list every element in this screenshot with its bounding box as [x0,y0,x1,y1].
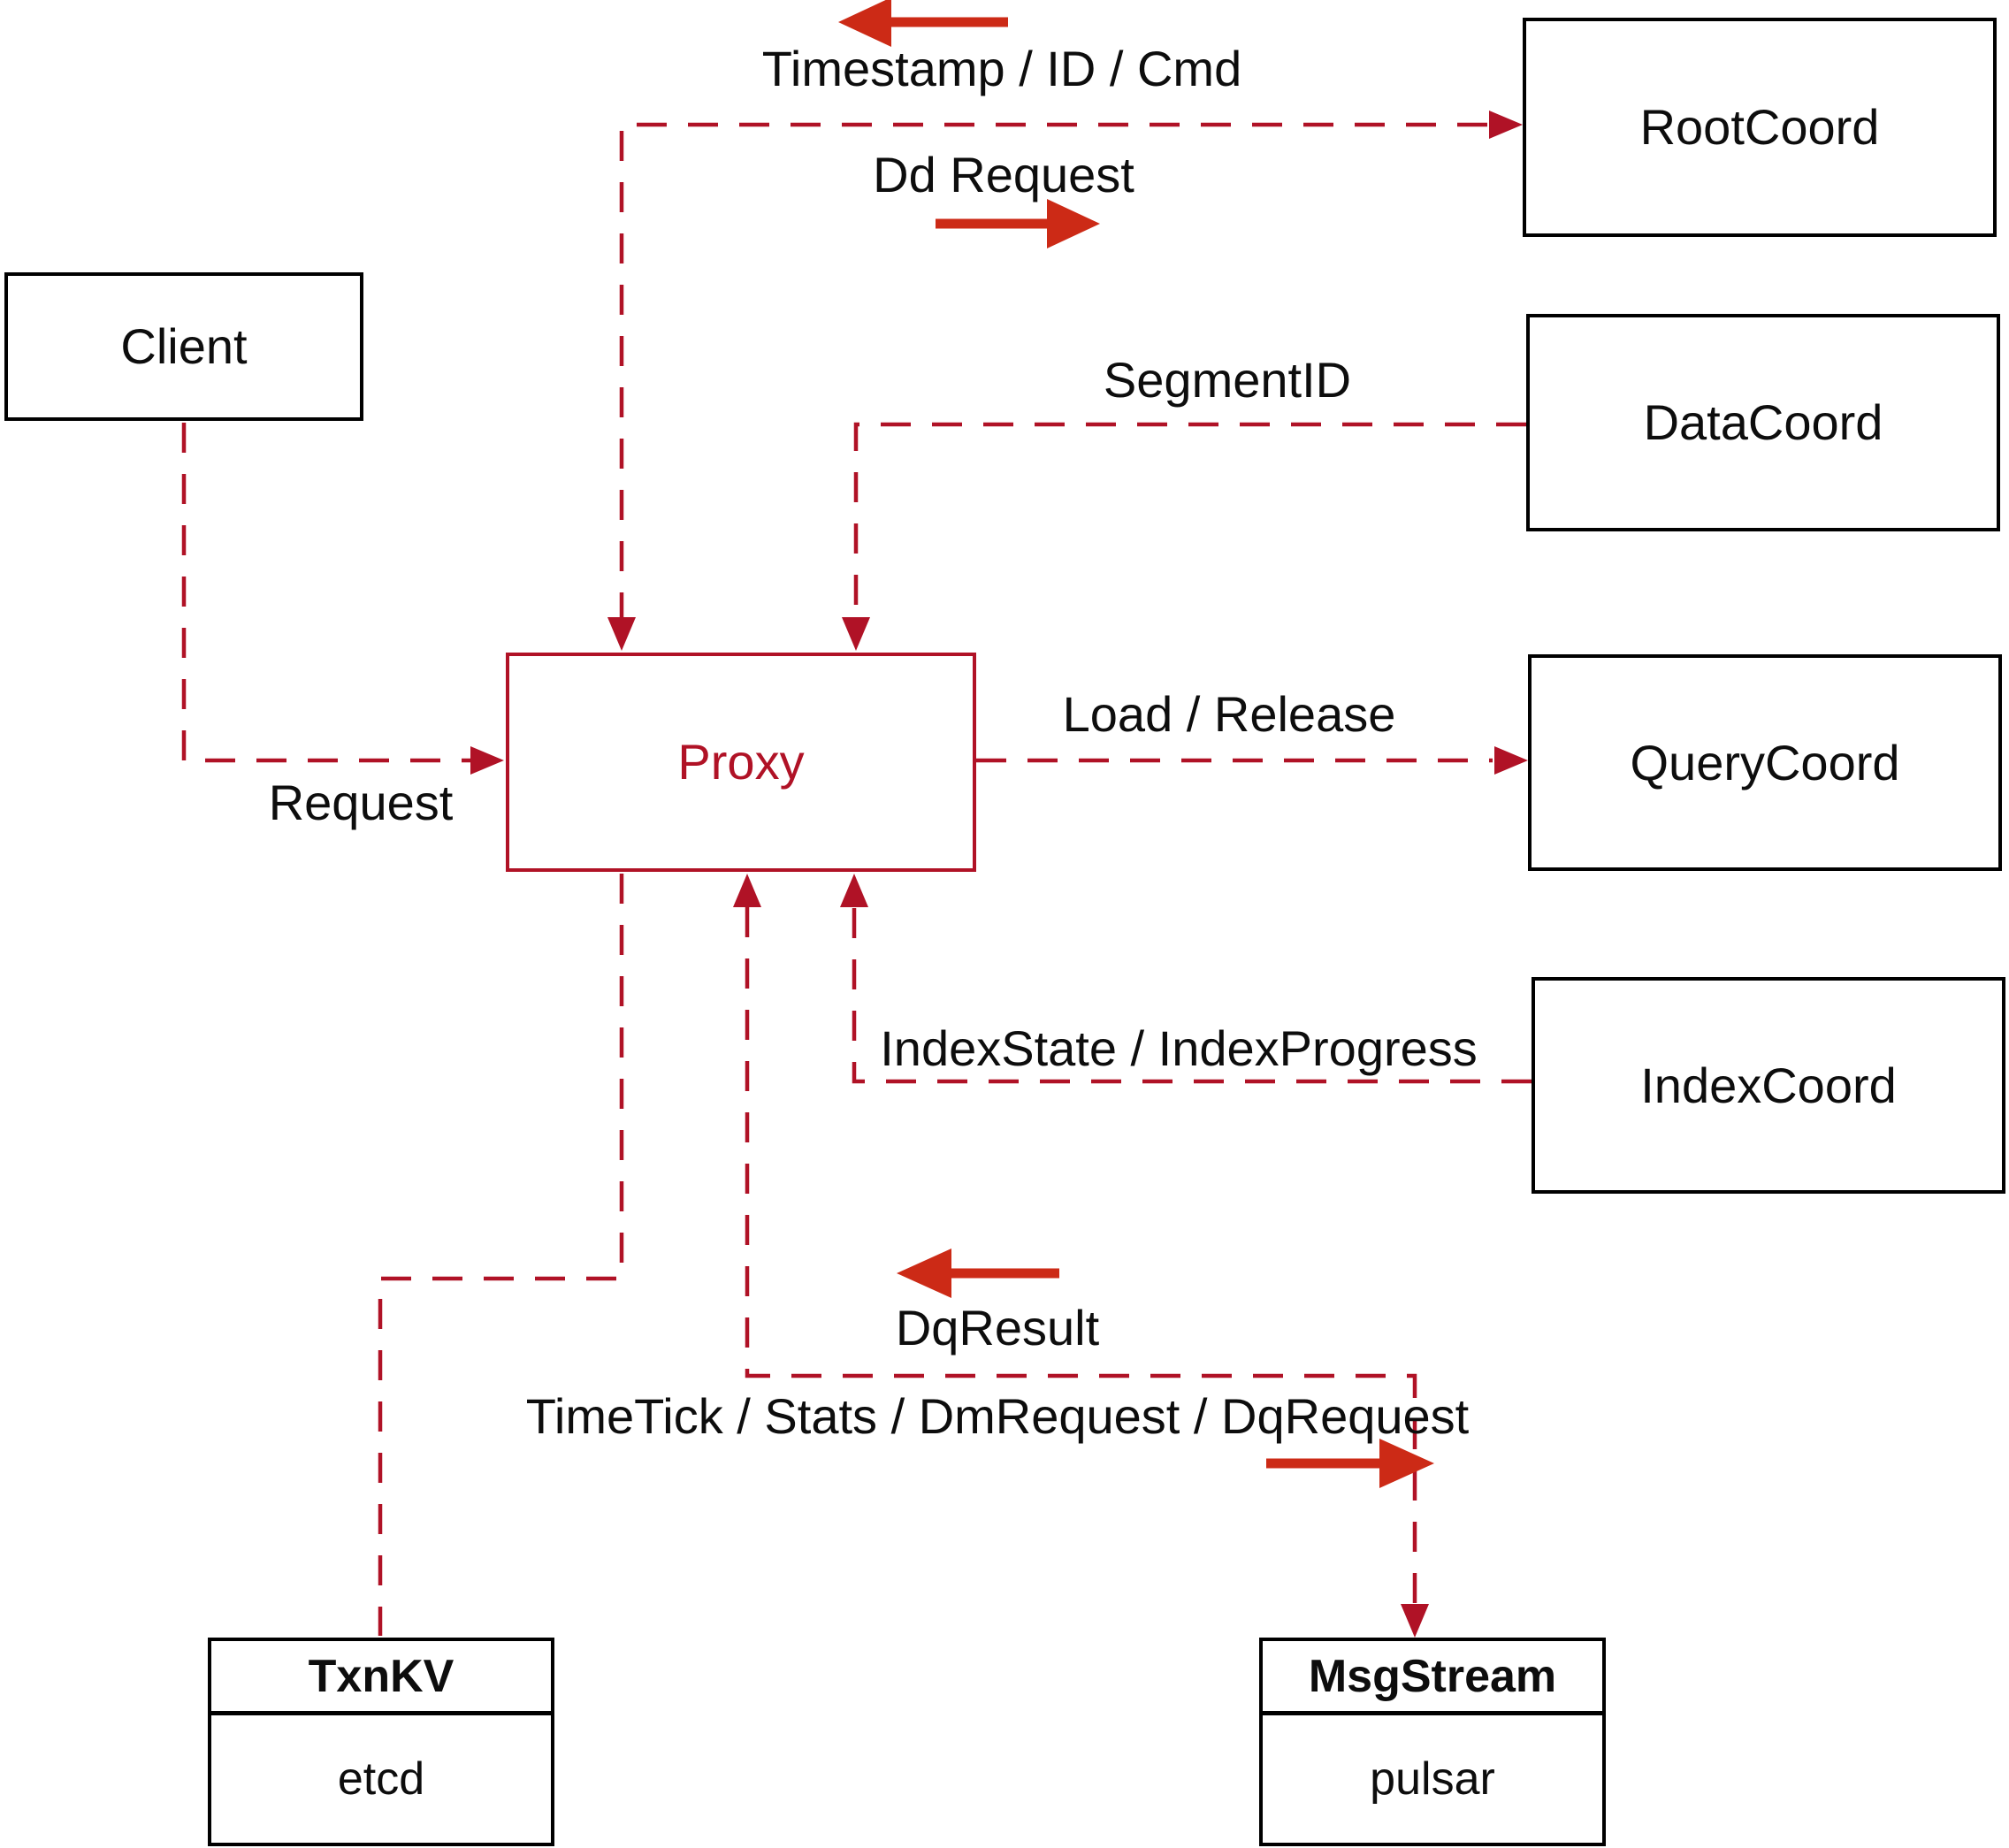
node-msg-stream: MsgStream pulsar [1259,1638,1606,1846]
node-client: Client [4,272,363,421]
node-txnkv: TxnKV etcd [208,1638,554,1846]
edge-label-load-release: Load / Release [1062,686,1396,742]
node-data-coord: DataCoord [1526,314,2000,531]
node-query-coord: QueryCoord [1528,654,2002,871]
node-proxy-label: Proxy [677,734,805,790]
node-proxy: Proxy [506,653,976,872]
arrow-dd-request-right [936,199,1100,248]
node-index-coord: IndexCoord [1532,977,2005,1194]
edge-data-coord-to-proxy [842,422,1526,651]
edge-client-to-proxy [181,423,504,775]
edge-proxy-to-query-coord [976,746,1528,775]
node-txnkv-impl: etcd [337,1753,425,1805]
node-data-coord-label: DataCoord [1643,394,1883,450]
edge-label-index-state-progress: IndexState / IndexProgress [880,1020,1478,1076]
edge-label-dd-request: Dd Request [873,147,1134,202]
node-msg-stream-impl: pulsar [1370,1753,1495,1805]
node-root-coord: RootCoord [1523,18,1997,237]
node-txnkv-title: TxnKV [211,1641,551,1715]
node-root-coord-label: RootCoord [1639,99,1880,155]
node-query-coord-label: QueryCoord [1630,734,1900,790]
edge-proxy-to-txnkv [378,874,624,1636]
arrow-dq-result-left [897,1249,1059,1298]
edge-label-request: Request [268,775,454,830]
arrow-time-tick-right [1266,1439,1434,1488]
node-client-label: Client [120,318,248,374]
node-msg-stream-title: MsgStream [1263,1641,1602,1715]
edge-label-time-tick-stats: TimeTick / Stats / DmRequest / DqRequest [525,1388,1470,1444]
node-index-coord-label: IndexCoord [1640,1057,1897,1113]
edge-label-dq-result: DqResult [895,1300,1100,1355]
edge-proxy-msg-stream [733,874,1429,1638]
edge-label-segment-id: SegmentID [1103,352,1352,408]
edge-label-timestamp-id-cmd: Timestamp / ID / Cmd [761,41,1242,96]
